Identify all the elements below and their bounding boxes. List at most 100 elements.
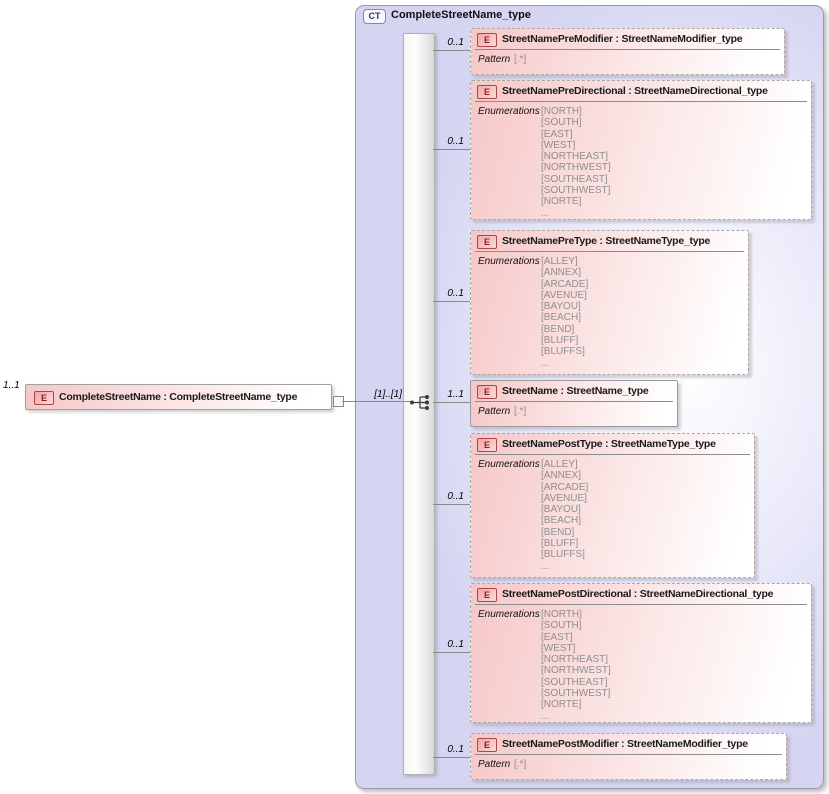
element-icon: E (477, 588, 497, 602)
facet-label: Pattern (478, 406, 511, 417)
facet-value: [EAST] (541, 128, 573, 140)
facet-values: [.*] (514, 406, 526, 417)
facet-value: [BEND] (541, 323, 575, 335)
divider (475, 454, 750, 455)
facet-label: Pattern (478, 54, 511, 65)
element-box-street-name-post-modifier[interactable]: E StreetNamePostModifier : StreetNameMod… (470, 733, 787, 780)
complex-type-badge: CT (363, 9, 386, 24)
facet-value: [ALLEY] (541, 459, 578, 470)
element-icon: E (477, 33, 497, 47)
connector-line (433, 504, 470, 505)
facet-value: [NORTHEAST] (541, 151, 609, 163)
element-box-street-name-post-type[interactable]: E StreetNamePostType : StreetNameType_ty… (470, 433, 755, 578)
connector-line (433, 757, 470, 758)
facet-value: [ALLEY] (541, 256, 578, 267)
facet-values: [ALLEY][ANNEX][ARCADE][AVENUE][BAYOU][BE… (541, 256, 588, 369)
facet-values: [.*] (514, 759, 526, 770)
cardinality-label: 0..1 (447, 744, 464, 755)
element-box-street-name[interactable]: E StreetName : StreetName_type Pattern [… (470, 380, 678, 427)
element-box-street-name-pre-type[interactable]: E StreetNamePreType : StreetNameType_typ… (470, 230, 749, 375)
facet-value: [AVENUE] (541, 289, 587, 301)
sequence-cardinality-label: [1]..[1] (374, 389, 402, 400)
element-box-street-name-pre-directional[interactable]: E StreetNamePreDirectional : StreetNameD… (470, 80, 812, 220)
facet-value: [BAYOU] (541, 301, 581, 313)
facet-value: [BLUFF] (541, 538, 579, 550)
divider (475, 101, 807, 102)
element-title: StreetNamePostModifier : StreetNameModif… (502, 738, 748, 750)
cardinality-label: 0..1 (447, 491, 464, 502)
facet-value: [AVENUE] (541, 492, 587, 504)
element-icon: E (477, 385, 497, 399)
facet-value: [SOUTH] (541, 117, 582, 129)
facet-value: [EAST] (541, 631, 573, 643)
connector-line (433, 50, 470, 51)
cardinality-label: 0..1 (447, 136, 464, 147)
facet-label: Enumerations (478, 256, 540, 267)
facet-value: [ANNEX] (541, 267, 582, 279)
connector-line (433, 402, 470, 403)
sequence-bar (403, 33, 435, 775)
element-title: StreetNamePreType : StreetNameType_type (502, 235, 711, 247)
element-box-street-name-post-directional[interactable]: E StreetNamePostDirectional : StreetName… (470, 583, 812, 723)
facet-values: [.*] (514, 54, 526, 65)
connector-line (433, 301, 470, 302)
element-box-street-name-pre-modifier[interactable]: E StreetNamePreModifier : StreetNameModi… (470, 28, 785, 75)
facet-value: [BEND] (541, 526, 575, 538)
facet-value: [BEACH] (541, 515, 582, 527)
connector-line (433, 149, 470, 150)
cardinality-label: 0..1 (447, 288, 464, 299)
facet-label: Enumerations (478, 106, 540, 117)
divider (475, 251, 744, 252)
divider (475, 754, 782, 755)
facet-value: [NORTHEAST] (541, 654, 609, 666)
element-icon: E (477, 235, 497, 249)
facet-value: [BLUFF] (541, 335, 579, 347)
facet-values: [ALLEY][ANNEX][ARCADE][AVENUE][BAYOU][BE… (541, 459, 588, 572)
element-title: StreetNamePostDirectional : StreetNameDi… (502, 588, 774, 600)
facet-label: Enumerations (478, 459, 540, 470)
element-title: StreetNamePreDirectional : StreetNameDir… (502, 85, 768, 97)
facet-label: Enumerations (478, 609, 540, 620)
connector-line (342, 401, 410, 402)
facet-value: [WEST] (541, 642, 576, 654)
facet-value: [WEST] (541, 139, 576, 151)
facet-value: ... (541, 357, 550, 369)
divider (475, 401, 673, 402)
facet-value: [SOUTH] (541, 620, 582, 632)
facet-value: [NORTH] (541, 106, 582, 117)
element-title: StreetName : StreetName_type (502, 385, 649, 397)
complex-type-title: CompleteStreetName_type (391, 9, 531, 21)
element-icon: E (477, 738, 497, 752)
sequence-icon[interactable] (409, 394, 433, 411)
element-box-complete-street-name[interactable]: E CompleteStreetName : CompleteStreetNam… (25, 384, 332, 410)
facet-value: ... (541, 560, 550, 572)
facet-value: [NORTHWEST] (541, 162, 611, 174)
cardinality-label: 1..1 (447, 389, 464, 400)
element-title: StreetNamePreModifier : StreetNameModifi… (502, 33, 743, 45)
divider (475, 604, 807, 605)
facet-value: ... (541, 207, 550, 219)
facet-values: [NORTH][SOUTH][EAST][WEST][NORTHEAST][NO… (541, 609, 611, 722)
cardinality-label: 0..1 (447, 37, 464, 48)
element-icon: E (477, 85, 497, 99)
facet-value: [.*] (514, 406, 527, 417)
facet-value: [NORTHWEST] (541, 665, 611, 677)
facet-value: [NORTE] (541, 196, 582, 208)
divider (475, 49, 780, 50)
facet-value: [.*] (514, 759, 527, 770)
facet-value: [.*] (514, 54, 527, 65)
facet-value: [NORTE] (541, 699, 582, 711)
element-title: CompleteStreetName : CompleteStreetName_… (59, 391, 298, 403)
facet-value: [ANNEX] (541, 470, 582, 482)
facet-values: [NORTH][SOUTH][EAST][WEST][NORTHEAST][NO… (541, 106, 611, 219)
facet-value: [ARCADE] (541, 481, 589, 493)
facet-value: [SOUTHWEST] (541, 185, 611, 197)
facet-value: [ARCADE] (541, 278, 589, 290)
facet-value: [BEACH] (541, 312, 582, 324)
root-cardinality-label: 1..1 (3, 380, 20, 391)
facet-value: [BLUFFS] (541, 549, 585, 561)
element-title: StreetNamePostType : StreetNameType_type (502, 438, 716, 450)
facet-label: Pattern (478, 759, 511, 770)
element-icon: E (477, 438, 497, 452)
